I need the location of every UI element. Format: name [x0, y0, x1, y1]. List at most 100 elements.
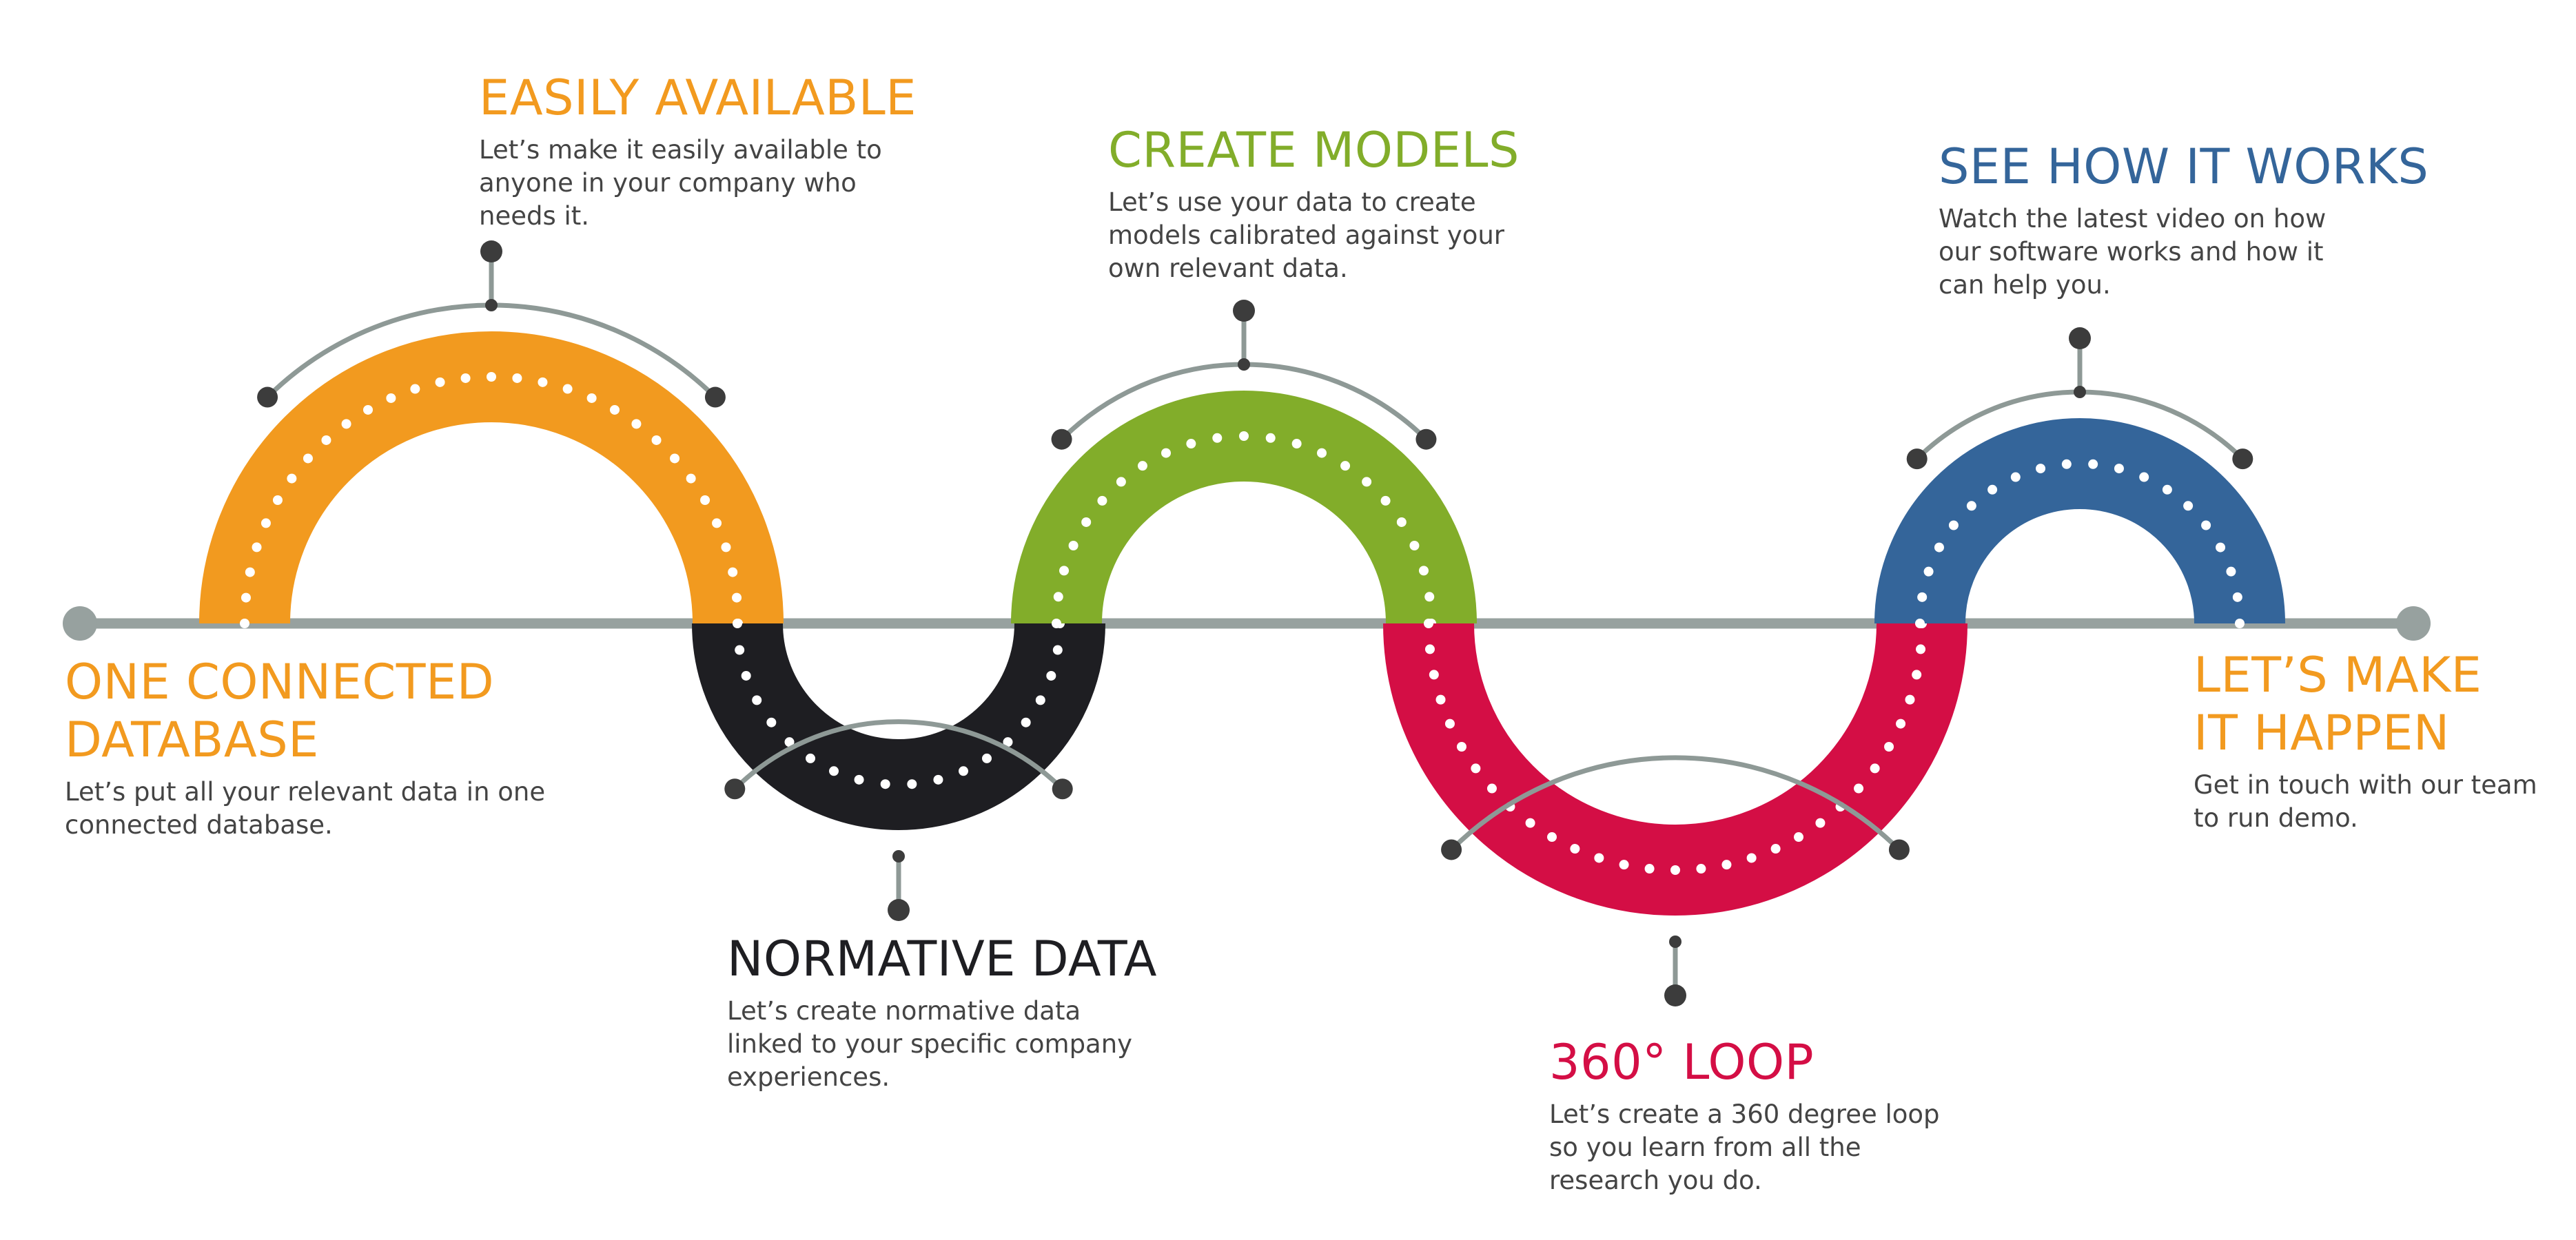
step-one-connected-database: ONE CONNECTED DATABASE Let’s put all you…: [65, 653, 630, 842]
band-dot: [1870, 763, 1880, 774]
step-see-how-it-works: SEE HOW IT WORKS Watch the latest video …: [1939, 138, 2531, 302]
connector-apex-dot: [2069, 327, 2091, 349]
connector-end-dot: [1906, 448, 1928, 470]
connector-end-dot: [1441, 839, 1462, 860]
connector-joint-dot: [1669, 936, 1681, 948]
connector-end-dot: [1052, 778, 1073, 800]
step-description: Let’s make it easily available to anyone…: [479, 135, 882, 231]
arc-normative-data: [692, 622, 1105, 830]
band-dot: [2183, 501, 2194, 511]
band-dot: [1770, 844, 1781, 854]
band-dot: [741, 670, 751, 681]
connector-joint-dot: [2074, 386, 2086, 398]
band-dot: [241, 592, 251, 603]
band-dot: [1471, 763, 1481, 774]
band-dot: [1396, 517, 1407, 527]
band-dot: [240, 619, 249, 628]
band-dot: [732, 592, 742, 603]
band-dot: [1594, 853, 1604, 863]
band-dot: [1362, 477, 1372, 487]
arc-360-loop: [1383, 623, 1967, 916]
band-dot: [829, 766, 839, 776]
band-dot: [1948, 520, 1959, 530]
band-dot: [1696, 864, 1706, 874]
band-dot: [435, 377, 445, 387]
connector-arc: [733, 719, 1065, 791]
band-dot: [1052, 645, 1063, 655]
band-dot: [1456, 742, 1466, 752]
band-dot: [1424, 619, 1433, 628]
band-dot: [1896, 719, 1906, 729]
band-dot: [2114, 464, 2124, 474]
band-dot: [2010, 472, 2021, 482]
band-dot: [1854, 783, 1864, 794]
step-title: LET’S MAKE IT HAPPEN: [2194, 647, 2482, 761]
connector-end-dot: [257, 386, 278, 408]
band-dot: [303, 453, 313, 464]
band-dot: [1435, 694, 1446, 705]
step-title: EASILY AVAILABLE: [479, 70, 917, 126]
axis-start-node: [63, 606, 97, 641]
band-dot: [1316, 448, 1327, 458]
band-dot: [252, 542, 262, 552]
band-dot: [958, 766, 968, 776]
band-dot: [1097, 495, 1107, 506]
band-dot: [363, 404, 373, 415]
band-dot: [1619, 860, 1629, 870]
band-dot: [1186, 439, 1196, 449]
step-title: NORMATIVE DATA: [727, 931, 1158, 987]
band-dot: [1239, 431, 1249, 441]
band-dot: [1915, 619, 1925, 628]
band-dot: [2139, 472, 2149, 482]
band-dot: [2061, 459, 2072, 469]
band-dot: [2201, 520, 2211, 530]
band-dot: [880, 779, 890, 789]
band-dot: [1934, 542, 1944, 552]
band-dot: [686, 473, 696, 484]
band-dot: [1212, 433, 1223, 443]
band-dot: [287, 473, 297, 484]
step-easily-available: EASILY AVAILABLE Let’s make it easily av…: [479, 69, 1044, 233]
connector-apex-dot: [1233, 300, 1255, 322]
band-dot: [700, 495, 711, 505]
band-dot: [1444, 719, 1455, 729]
band-dot: [1486, 783, 1497, 794]
band-dot: [1547, 832, 1557, 843]
connector-joint-dot: [485, 299, 498, 311]
band-dot: [1884, 742, 1894, 752]
band-dot: [1424, 644, 1435, 654]
step-description: Let’s put all your relevant data in one …: [65, 777, 546, 840]
band-dot: [1053, 592, 1063, 602]
band-dot: [1059, 566, 1070, 576]
band-dot: [806, 753, 816, 763]
band-dot: [2162, 484, 2172, 495]
band-dot: [981, 753, 992, 763]
axis-end-node: [2396, 606, 2431, 641]
band-dot: [1380, 495, 1391, 506]
connector-end-dot: [704, 386, 726, 408]
connector-joint-dot: [1238, 358, 1250, 371]
arc-see-how-it-works: [1874, 418, 2285, 625]
band-dot: [1644, 864, 1655, 874]
band-dot: [1966, 501, 1976, 511]
band-dot: [933, 774, 943, 785]
band-dot: [907, 779, 917, 789]
band-dot: [321, 435, 331, 445]
band-dot: [1923, 566, 1934, 577]
band-dot: [1340, 461, 1351, 471]
connector-apex-dot: [1664, 984, 1686, 1006]
step-description: Get in touch with our team to run demo.: [2194, 770, 2537, 833]
band-dot: [1035, 695, 1045, 705]
band-dot: [2235, 619, 2245, 628]
band-dot: [631, 419, 642, 429]
connector-apex-dot: [888, 899, 910, 921]
band-dot: [1161, 448, 1172, 458]
band-dot: [410, 384, 420, 394]
band-dot: [1021, 717, 1031, 727]
connector-arc: [1449, 755, 1901, 851]
band-dot: [610, 404, 620, 415]
band-dot: [460, 373, 471, 383]
band-dot: [386, 393, 396, 403]
band-dot: [1137, 461, 1147, 471]
